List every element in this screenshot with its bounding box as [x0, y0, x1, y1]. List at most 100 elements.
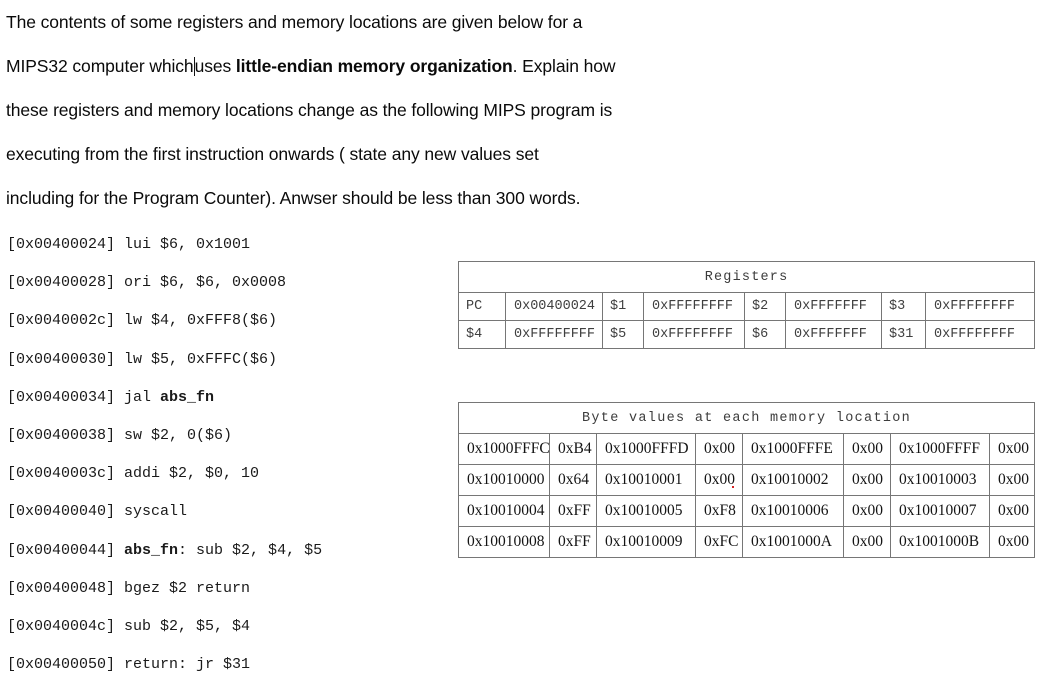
memory-address-cell: 0x1001000A — [742, 526, 844, 558]
question-text-run: uses — [194, 56, 236, 76]
register-value-cell: 0xFFFFFFFF — [924, 320, 1036, 349]
code-text-run: [0x00400028] ori $6, $6, 0x0008 — [7, 274, 287, 292]
question-text-run: these registers and memory locations cha… — [6, 100, 613, 120]
code-text-run: [0x00400034] jal — [7, 388, 161, 406]
code-text-run: [0x00400040] syscall — [7, 503, 188, 521]
memory-address-cell: 0x10010009 — [596, 526, 696, 558]
code-line: [0x0040003c] addi $2, $0, 10 — [7, 455, 447, 493]
memory-byte-value-cell: 0xFC — [695, 526, 743, 558]
question-paragraph: The contents of some registers and memor… — [6, 0, 746, 220]
register-name-cell: $3 — [881, 292, 926, 321]
question-text-run: The contents of some registers and memor… — [6, 12, 583, 32]
code-line: [0x0040004c] sub $2, $5, $4 — [7, 608, 447, 646]
memory-byte-value-cell: 0x00 — [843, 433, 891, 465]
memory-byte-value-cell: 0x00 — [988, 433, 1036, 465]
code-line: [0x0040002c] lw $4, 0xFFF8($6) — [7, 302, 447, 340]
memory-address-cell: 0x10010006 — [742, 495, 844, 527]
code-text-run: [0x00400048] bgez $2 return — [7, 579, 251, 597]
code-line: [0x00400040] syscall — [7, 493, 447, 531]
code-text-run: [0x0040003c] addi $2, $0, 10 — [7, 465, 260, 483]
memory-byte-value-cell: 0x00 — [843, 526, 891, 558]
mips-program-listing: [0x00400024] lui $6, 0x1001 [0x00400028] … — [7, 226, 447, 684]
register-name-cell: $6 — [744, 320, 786, 349]
memory-byte-value-cell: 0x00 — [988, 495, 1036, 527]
memory-address-cell: 0x10010007 — [890, 495, 990, 527]
code-line: [0x00400050] return: jr $31 — [7, 646, 447, 684]
register-name-cell: $4 — [458, 320, 506, 349]
register-value-cell: 0xFFFFFFFF — [505, 320, 603, 349]
code-text-run: [0x00400030] lw $5, 0xFFFC($6) — [7, 350, 278, 368]
code-text-run: [0x00400024] lui $6, 0x1001 — [7, 236, 251, 253]
memory-address-cell: 0x1000FFFE — [742, 433, 844, 465]
code-line: [0x00400034] jal abs_fn — [7, 379, 447, 417]
question-text-run: including for the Program Counter). Anws… — [6, 188, 581, 208]
memory-address-cell: 0x1000FFFF — [890, 433, 990, 465]
register-name-cell: $31 — [881, 320, 926, 349]
code-line: [0x00400028] ori $6, $6, 0x0008 — [7, 264, 447, 302]
memory-address-cell: 0x1000FFFD — [596, 433, 696, 465]
code-text-run: [0x0040004c] sub $2, $5, $4 — [7, 618, 251, 636]
memory-address-cell: 0x1000FFFC — [458, 433, 550, 465]
code-text-run: abs_fn — [124, 541, 179, 559]
code-text-run: [0x00400044] — [7, 541, 125, 559]
question-text-run: executing from the first instruction onw… — [6, 144, 539, 164]
code-text-run: [0x0040002c] lw $4, 0xFFF8($6) — [7, 312, 278, 330]
memory-table-title: Byte values at each memory location — [457, 402, 1036, 434]
code-line: [0x00400030] lw $5, 0xFFFC($6) — [7, 341, 447, 379]
red-speck-artifact — [732, 486, 734, 488]
question-text-run: . Explain how — [512, 56, 616, 76]
code-line: [0x00400044] abs_fn: sub $2, $4, $5 — [7, 532, 447, 570]
question-line: these registers and memory locations cha… — [6, 88, 746, 132]
memory-byte-value-cell: 0x00 — [988, 464, 1036, 496]
register-value-cell: 0x00400024 — [505, 292, 603, 321]
code-text-run: [0x00400038] sw $2, 0($6) — [7, 427, 233, 445]
memory-byte-value-cell: 0xFF — [549, 526, 597, 558]
memory-byte-value-cell: 0x00 — [843, 495, 891, 527]
memory-byte-value-cell: 0x00 — [695, 433, 743, 465]
memory-address-cell: 0x10010003 — [890, 464, 990, 496]
register-value-cell: 0xFFFFFFF — [785, 292, 882, 321]
memory-address-cell: 0x10010005 — [596, 495, 696, 527]
register-value-cell: 0xFFFFFFFF — [643, 292, 745, 321]
question-line: The contents of some registers and memor… — [6, 0, 746, 44]
question-line: executing from the first instruction onw… — [6, 132, 746, 176]
register-name-cell: $1 — [602, 292, 644, 321]
register-value-cell: 0xFFFFFFFF — [924, 292, 1036, 321]
code-text-run: abs_fn — [160, 388, 215, 406]
memory-address-cell: 0x10010002 — [742, 464, 844, 496]
memory-address-cell: 0x10010000 — [458, 464, 550, 496]
question-text-run: little-endian memory organization — [235, 56, 513, 76]
register-name-cell: $5 — [602, 320, 644, 349]
question-line: including for the Program Counter). Anws… — [6, 176, 746, 220]
memory-address-cell: 0x10010004 — [458, 495, 550, 527]
memory-byte-value-cell: 0x00 — [988, 526, 1036, 558]
code-text-run: : sub $2, $4, $5 — [178, 541, 323, 559]
code-line: [0x00400048] bgez $2 return — [7, 570, 447, 608]
memory-address-cell: 0x10010008 — [458, 526, 550, 558]
memory-byte-value-cell: 0x64 — [549, 464, 597, 496]
code-line: [0x00400024] lui $6, 0x1001 — [7, 226, 447, 264]
register-name-cell: PC — [458, 292, 506, 321]
memory-byte-value-cell: 0xB4 — [549, 433, 597, 465]
code-text-run: [0x00400050] return: jr $31 — [7, 656, 251, 674]
memory-byte-value-cell: 0xF8 — [695, 495, 743, 527]
memory-byte-value-cell: 0xFF — [549, 495, 597, 527]
register-value-cell: 0xFFFFFFF — [785, 320, 882, 349]
memory-byte-value-cell: 0x00 — [843, 464, 891, 496]
memory-byte-value-cell: 0x00 — [695, 464, 743, 496]
memory-address-cell: 0x1001000B — [890, 526, 990, 558]
code-line: [0x00400038] sw $2, 0($6) — [7, 417, 447, 455]
registers-table-title: Registers — [457, 261, 1036, 293]
question-line: MIPS32 computer whichuses little-endian … — [6, 44, 746, 88]
memory-table: Byte values at each memory location 0x10… — [457, 402, 1036, 558]
text-cursor-caret — [193, 57, 195, 76]
